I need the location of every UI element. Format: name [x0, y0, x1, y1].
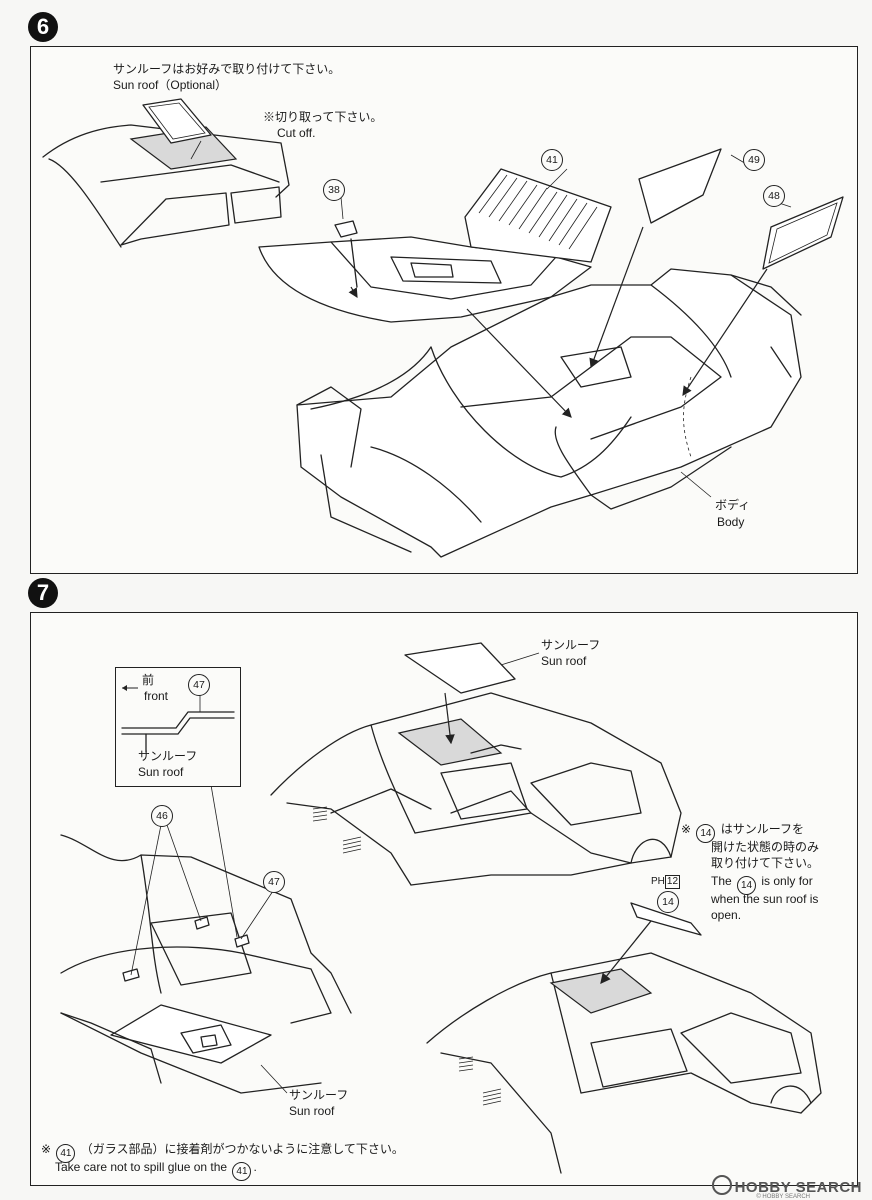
watermark-copyright: © HOBBY SEARCH	[756, 1194, 810, 1200]
note-14-only-for: is only for	[761, 874, 813, 888]
glue-mark: ※	[41, 1142, 52, 1156]
part-41-callout: 41	[541, 149, 563, 171]
part-38-clip	[334, 220, 358, 238]
note-14-line5: when the sun roof is	[711, 892, 819, 906]
cutoff-label-jp: ※切り取って下さい。	[263, 110, 383, 124]
step-7-panel: 前 front 47 サンルーフ Sun roof サンルーフ Sun roof…	[30, 612, 858, 1186]
sunroof-optional-label-en: Sun roof（Optional）	[113, 78, 228, 92]
glue-warning-jp: ※ 41 （ガラス部品）に接着剤がつかないように注意して下さい。	[41, 1141, 404, 1163]
part-49-callout: 49	[743, 149, 765, 171]
part-38-callout: 38	[323, 179, 345, 201]
note-14-line4: The 14 is only for	[711, 873, 813, 895]
note-14-mark: ※	[681, 822, 692, 836]
hobbysearch-watermark: HOBBY SEARCH	[711, 1175, 862, 1196]
inset-sunroof-jp: サンルーフ	[138, 749, 198, 763]
ph-number: 12	[664, 875, 681, 889]
note-14-text-a: はサンルーフを	[720, 822, 805, 836]
body-label-jp: ボディ	[715, 498, 751, 512]
part-14-callout: 14	[657, 891, 679, 913]
orientation-inset: 前 front 47 サンルーフ Sun roof	[115, 667, 241, 787]
step-6-drawing	[42, 98, 844, 558]
bottom-car	[426, 902, 822, 1174]
top-car	[270, 642, 682, 886]
glue-part-41-ref-en: 41	[232, 1162, 252, 1181]
part-47-callout: 47	[263, 871, 285, 893]
step-7-badge: 7	[28, 578, 58, 608]
note-14-line2: 開けた状態の時のみ	[711, 840, 820, 854]
top-sunroof-en: Sun roof	[541, 654, 587, 668]
glue-text-en: Take care not to spill glue on the	[55, 1160, 228, 1174]
inset-front-jp: 前	[142, 673, 155, 687]
sunroof-optional-label-jp: サンルーフはお好みで取り付けて下さい。	[113, 62, 341, 76]
roof-corner-sketch	[42, 124, 290, 248]
ph-label: PH	[651, 876, 665, 887]
bottom-sunroof-en: Sun roof	[289, 1104, 335, 1118]
glue-text-jp: （ガラス部品）に接着剤がつかないように注意して下さい。	[80, 1142, 404, 1156]
inset-sunroof-en: Sun roof	[138, 765, 184, 779]
glue-part-41-ref: 41	[56, 1144, 76, 1163]
sunroof-glass-part	[142, 98, 212, 144]
step-7-drawing	[60, 642, 822, 1174]
watermark-brand: HOBBY SEARCH	[734, 1179, 862, 1196]
left-roof-interior	[60, 834, 352, 1094]
interior-tub	[258, 168, 612, 323]
part-46-callout: 46	[151, 805, 173, 827]
note-14-the: The	[711, 874, 732, 888]
step-6-badge: 6	[28, 12, 58, 42]
note-14-part-ref: 14	[696, 824, 716, 843]
note-14-line1: ※ 14 はサンルーフを	[681, 821, 804, 843]
part-48-glass	[762, 196, 844, 270]
inset-part-47-callout: 47	[188, 674, 210, 696]
body-shell	[296, 268, 802, 558]
top-sunroof-jp: サンルーフ	[541, 638, 601, 652]
cutoff-label-en: Cut off.	[277, 126, 316, 140]
glue-period: .	[253, 1160, 257, 1174]
step-6-panel: サンルーフはお好みで取り付けて下さい。 Sun roof（Optional） ※…	[30, 46, 858, 574]
body-label-en: Body	[717, 515, 745, 529]
part-48-callout: 48	[763, 185, 785, 207]
note-14-part-ref-en: 14	[737, 876, 757, 895]
note-14-line3: 取り付けて下さい。	[711, 856, 820, 870]
inset-drawing	[121, 685, 235, 753]
part-49-glass	[638, 148, 722, 224]
note-14-line6: open.	[711, 908, 742, 922]
hobbysearch-logo-icon	[711, 1175, 732, 1195]
glue-warning-en: Take care not to spill glue on the 41.	[55, 1159, 257, 1181]
inset-front-en: front	[144, 689, 169, 703]
bottom-sunroof-jp: サンルーフ	[289, 1088, 349, 1102]
